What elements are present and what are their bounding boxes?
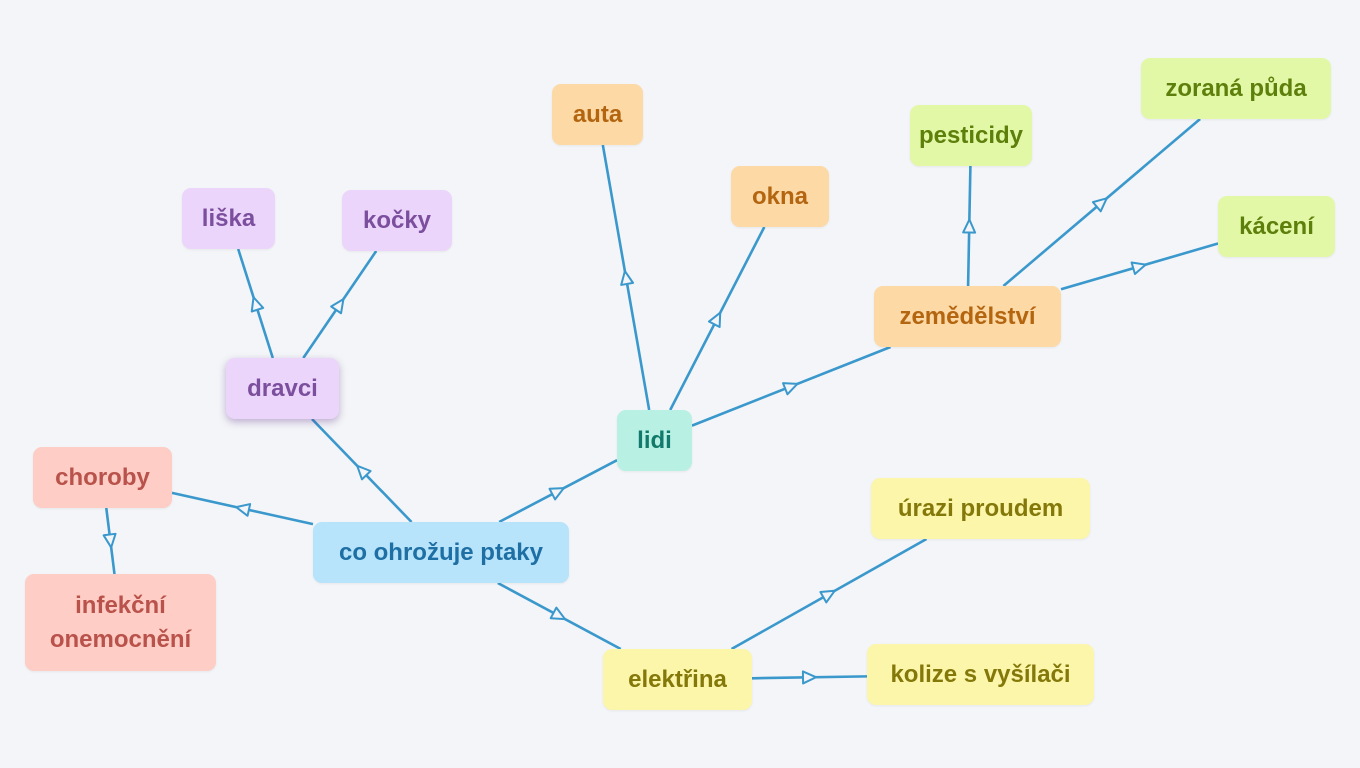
- arrow-lidi-auta: [620, 270, 635, 286]
- node-zemedelstvi[interactable]: zemědělství: [874, 286, 1061, 347]
- arrow-center-dravci: [356, 464, 372, 481]
- node-zorana-puda[interactable]: zoraná půda: [1141, 58, 1331, 119]
- arrow-dravci-liska: [250, 296, 265, 313]
- arrow-elektrina-urazi: [819, 589, 836, 604]
- node-co-ohrozuje-ptaky[interactable]: co ohrožuje ptaky: [313, 522, 569, 583]
- node-okna[interactable]: okna: [731, 166, 829, 227]
- node-dravci[interactable]: dravci: [226, 358, 339, 419]
- arrow-zemedelstvi-zorana: [1091, 197, 1108, 213]
- arrow-choroby-infekcni: [102, 532, 117, 549]
- node-elektrina[interactable]: elektřina: [603, 649, 752, 710]
- node-kolize-s-vysilaci[interactable]: kolize s vyšílači: [867, 644, 1094, 705]
- arrow-center-elektrina: [549, 606, 566, 621]
- arrow-center-choroby: [235, 503, 252, 517]
- arrow-center-lidi: [548, 487, 565, 501]
- node-pesticidy[interactable]: pesticidy: [910, 105, 1032, 166]
- node-auta[interactable]: auta: [552, 84, 643, 145]
- arrow-dravci-kocky: [330, 298, 345, 315]
- arrow-elektrina-kolize: [801, 670, 817, 685]
- node-choroby[interactable]: choroby: [33, 447, 172, 508]
- arrow-zemedelstvi-kaceni: [1130, 261, 1147, 275]
- node-infekcni-onemocneni[interactable]: infekční onemocnění: [25, 574, 216, 671]
- node-liska[interactable]: liška: [182, 188, 275, 249]
- node-urazi-proudem[interactable]: úrazi proudem: [871, 478, 1090, 539]
- arrow-lidi-zemedelstvi: [782, 382, 799, 396]
- node-lidi[interactable]: lidi: [617, 410, 692, 471]
- arrow-lidi-okna: [707, 311, 722, 329]
- node-kocky[interactable]: kočky: [342, 190, 452, 251]
- arrow-zemedelstvi-pesticidy: [962, 218, 977, 234]
- node-kaceni[interactable]: kácení: [1218, 196, 1335, 257]
